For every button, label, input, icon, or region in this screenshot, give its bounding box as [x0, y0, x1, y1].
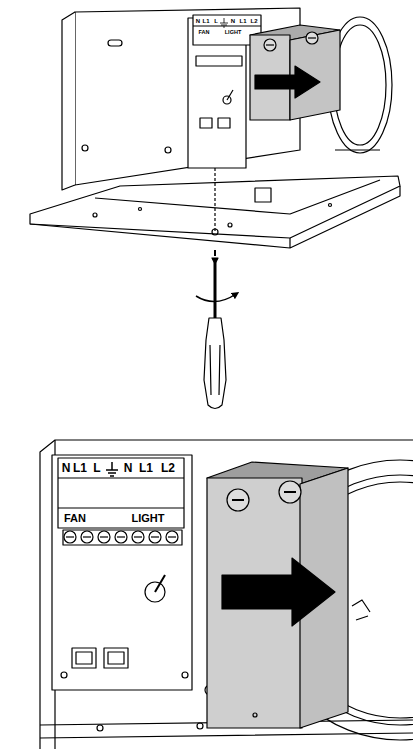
housing-zoom	[40, 440, 413, 749]
terminal-label: L2	[161, 462, 175, 474]
terminal-label-small: N	[231, 18, 235, 24]
terminal-label: L1	[73, 462, 87, 474]
terminal-label-small: N	[196, 18, 200, 24]
terminal-label: L1	[139, 462, 153, 474]
terminal-label: N	[124, 462, 133, 474]
terminal-label-small: L1	[239, 18, 246, 24]
terminal-label: L	[93, 462, 100, 474]
terminal-label: N	[62, 462, 71, 474]
terminal-label-small: FAN	[199, 30, 210, 36]
terminal-label: LIGHT	[132, 513, 165, 524]
housing-top	[30, 8, 400, 248]
terminal-label-small: LIGHT	[225, 30, 242, 36]
ground-symbol	[106, 18, 228, 476]
screwdriver	[196, 250, 236, 409]
terminal-label-small: L1	[202, 18, 209, 24]
terminal-label-small: L2	[250, 18, 257, 24]
terminal-label-small: L	[214, 18, 218, 24]
terminal-label: FAN	[64, 513, 86, 524]
